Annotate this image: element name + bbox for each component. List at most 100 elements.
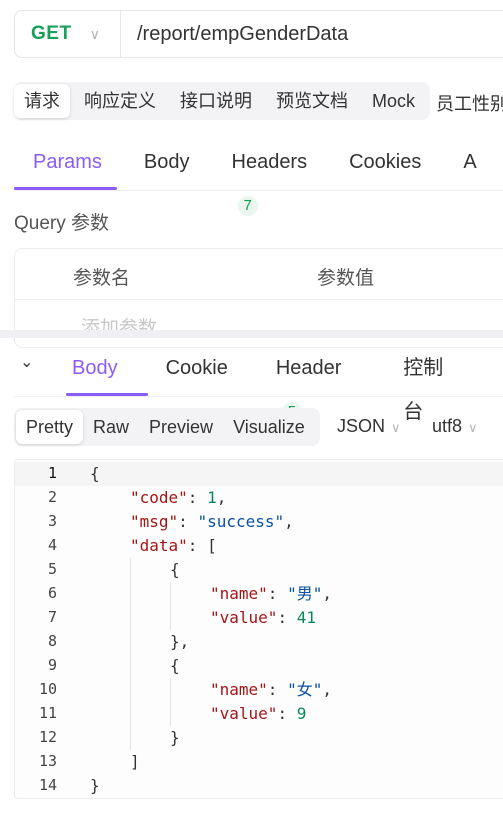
headers-count-badge: 7	[237, 196, 258, 216]
json-key: "code"	[130, 488, 188, 507]
tab-response-body[interactable]: Body	[72, 346, 118, 394]
method-label: GET	[31, 23, 72, 44]
format-raw[interactable]: Raw	[93, 417, 130, 437]
tab-preview-doc[interactable]: 预览文档	[276, 91, 348, 111]
chevron-down-icon: ∨	[89, 25, 100, 42]
line-number: 13	[38, 752, 57, 770]
line-number: 5	[47, 560, 57, 578]
active-line-highlight	[15, 462, 503, 486]
line-number: 6	[47, 584, 57, 602]
code-line: "msg": "success",	[130, 512, 294, 531]
line-number: 9	[47, 656, 57, 674]
tab-response-body-label: Body	[72, 357, 118, 379]
json-brace: {	[90, 464, 100, 483]
code-line: {	[170, 558, 180, 582]
tab-response-definition[interactable]: 响应定义	[84, 91, 156, 111]
json-key: "name"	[210, 584, 268, 603]
tab-cookies[interactable]: Cookies	[349, 140, 421, 190]
url-input[interactable]: /report/empGenderData	[137, 22, 349, 45]
json-brace: {	[170, 560, 180, 579]
tab-mock[interactable]: Mock	[372, 91, 416, 111]
json-key: "data"	[130, 536, 188, 555]
query-params-title: Query 参数	[14, 213, 110, 234]
tab-cookies-label: Cookies	[349, 151, 422, 173]
active-response-tab-indicator	[66, 393, 148, 396]
line-number: 12	[38, 728, 57, 746]
encoding-select[interactable]: utf8 ∨	[432, 416, 478, 437]
line-number: 3	[47, 512, 57, 530]
json-brace: }	[170, 728, 180, 747]
column-param-name: 参数名	[73, 268, 131, 289]
code-line: "value": 9	[210, 704, 307, 723]
json-key: "value"	[210, 608, 278, 627]
divider	[14, 396, 503, 397]
format-visualize[interactable]: Visualize	[233, 417, 305, 437]
code-line: },	[170, 630, 189, 654]
line-number: 8	[47, 632, 57, 650]
json-brace: }	[90, 776, 100, 795]
request-tabs: Params Body Headers 7 Cookies A	[14, 140, 503, 216]
json-bracket: [	[207, 536, 217, 555]
tab-body[interactable]: Body	[144, 140, 190, 190]
tab-response-cookie-label: Cookie	[165, 357, 228, 379]
tab-auth-label: A	[463, 151, 477, 173]
tab-auth[interactable]: A	[463, 140, 476, 190]
api-name[interactable]: 员工性别	[436, 94, 503, 114]
indent-guide	[130, 558, 131, 750]
code-line: }	[170, 726, 180, 750]
line-number: 11	[38, 704, 57, 722]
encoding-label: utf8	[432, 416, 463, 436]
tab-response-header[interactable]: Header5	[275, 346, 355, 422]
tab-headers[interactable]: Headers 7	[231, 140, 308, 216]
json-bracket: ]	[130, 752, 140, 771]
json-brace: },	[170, 632, 190, 651]
tab-body-label: Body	[143, 151, 190, 173]
response-body-editor[interactable]: 1 2 3 4 5 6 7 8 9 10 11 12 13 14 { "code…	[14, 459, 503, 799]
indent-guide	[170, 678, 171, 726]
line-number: 1	[47, 464, 57, 482]
json-number: 9	[296, 704, 307, 723]
code-line: "value": 41	[210, 608, 316, 627]
tab-console[interactable]: 控制台	[403, 346, 455, 423]
tab-headers-label: Headers	[231, 151, 308, 173]
code-line: "name": "女",	[210, 680, 332, 699]
line-number: 7	[47, 608, 57, 626]
json-key: "value"	[210, 704, 278, 723]
content-type-select[interactable]: JSON∨	[337, 416, 401, 437]
format-pretty[interactable]: Pretty	[16, 410, 84, 444]
section-tabs: 请求 响应定义 接口说明 预览文档 Mock	[14, 84, 429, 118]
tab-params[interactable]: Params	[33, 140, 102, 190]
tab-response-cookie[interactable]: Cookie	[166, 346, 228, 394]
json-key: "name"	[210, 680, 268, 699]
indent-guide	[170, 582, 171, 630]
code-line: {	[90, 462, 100, 486]
active-tab-indicator	[14, 187, 117, 190]
json-number: 1	[207, 488, 217, 507]
json-brace: {	[170, 656, 180, 675]
json-string: "男"	[287, 584, 323, 603]
json-string: "女"	[287, 680, 323, 699]
line-number: 10	[38, 680, 57, 698]
tab-request[interactable]: 请求	[14, 84, 70, 118]
json-key: "msg"	[130, 512, 179, 531]
code-line: "name": "男",	[210, 584, 332, 603]
code-line: {	[170, 654, 180, 678]
line-number: 4	[47, 536, 57, 554]
tab-response-header-label: Header	[275, 357, 342, 379]
line-number: 14	[38, 776, 57, 794]
query-params-table: 参数名 参数值 添加参数	[14, 248, 503, 348]
code-line: "code": 1,	[130, 488, 227, 507]
chevron-down-icon: ∨	[391, 420, 401, 435]
tab-console-label: 控制台	[403, 357, 444, 423]
column-param-value: 参数值	[317, 268, 375, 289]
method-select[interactable]: GET ∨	[15, 11, 121, 57]
panel-splitter[interactable]	[0, 330, 503, 338]
format-preview[interactable]: Preview	[149, 417, 214, 437]
section-tabs-background	[14, 82, 430, 120]
format-tabs: Pretty Raw Preview Visualize	[16, 410, 315, 444]
tab-api-description[interactable]: 接口说明	[180, 91, 252, 111]
chevron-down-icon: ∨	[468, 420, 478, 435]
json-number: 41	[296, 608, 316, 627]
collapse-chevron-icon[interactable]: ⌄	[20, 354, 34, 371]
